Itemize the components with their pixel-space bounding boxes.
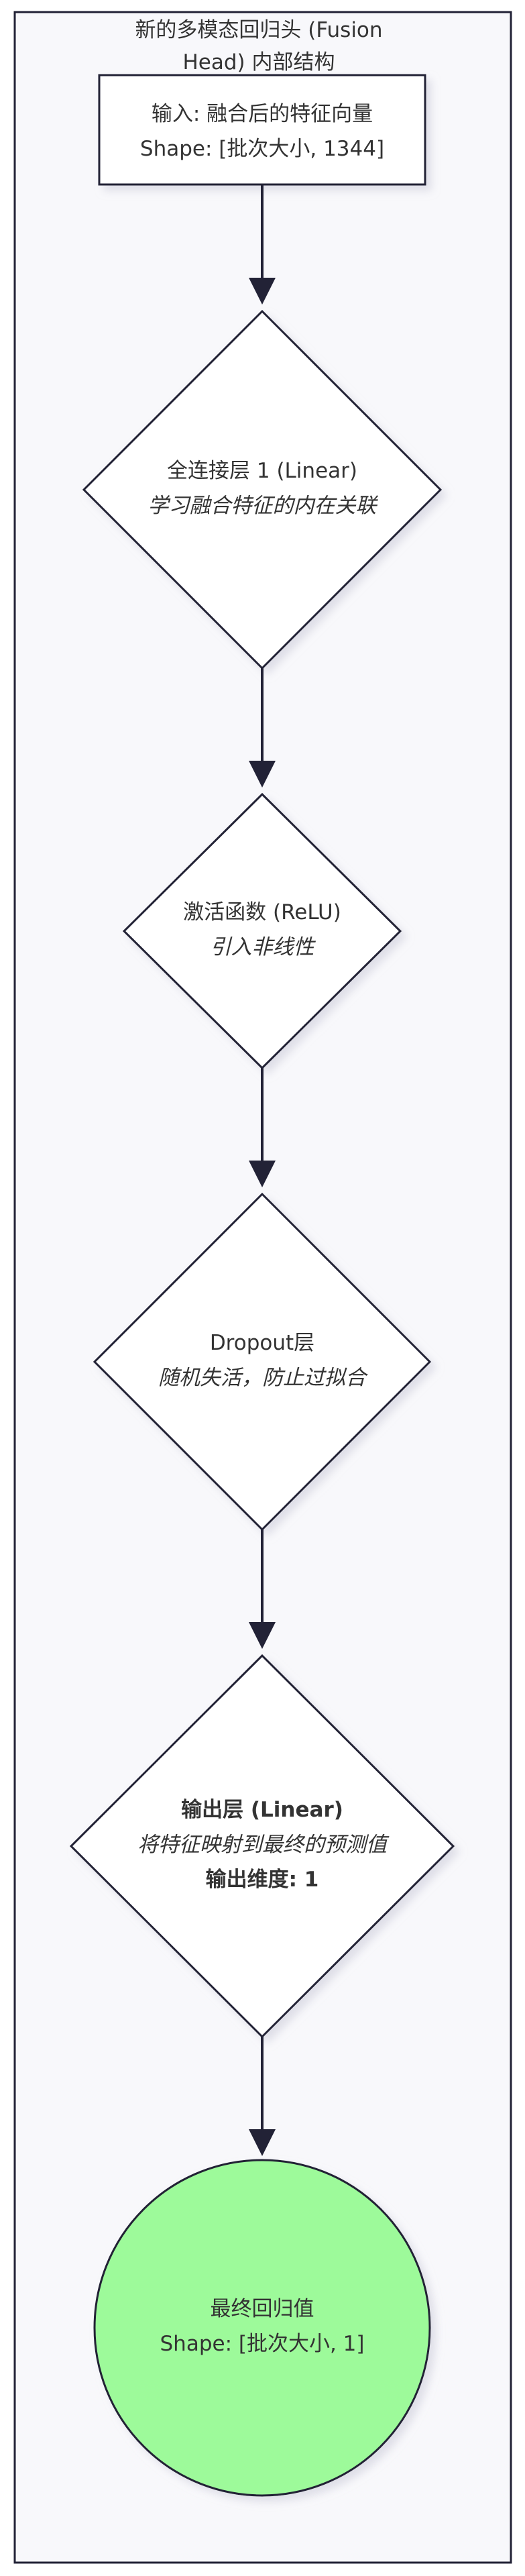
relu-node-desc: 引入非线性 xyxy=(211,935,316,959)
output-layer-node: 输出层 (Linear) 将特征映射到最终的预测值 输出维度: 1 xyxy=(69,1654,455,2039)
diagram-title-line1: 新的多模态回归头 (Fusion xyxy=(135,18,382,42)
relu-node-label: 激活函数 (ReLU) xyxy=(183,900,341,924)
output-layer-node-desc: 将特征映射到最终的预测值 xyxy=(137,1833,390,1857)
final-value-node-shape: Shape: [批次大小, 1] xyxy=(160,2332,365,2356)
input-node-label: 输入: 融合后的特征向量 xyxy=(152,102,373,126)
relu-node: 激活函数 (ReLU) 引入非线性 xyxy=(122,792,402,1070)
output-layer-node-label: 输出层 (Linear) xyxy=(181,1798,343,1822)
input-node: 输入: 融合后的特征向量 Shape: [批次大小, 1344] xyxy=(98,74,426,186)
dropout-node-desc: 随机失活，防止过拟合 xyxy=(158,1366,368,1390)
linear1-node-label: 全连接层 1 (Linear) xyxy=(167,459,357,483)
output-layer-node-dim: 输出维度: 1 xyxy=(206,1868,319,1892)
input-node-shape: Shape: [批次大小, 1344] xyxy=(140,137,384,161)
dropout-node-label: Dropout层 xyxy=(210,1331,314,1355)
final-value-node-label: 最终回归值 xyxy=(211,2297,314,2321)
linear1-node: 全连接层 1 (Linear) 学习融合特征的内在关联 xyxy=(82,309,443,670)
final-value-node: 最终回归值 Shape: [批次大小, 1] xyxy=(93,2159,431,2497)
diagram-title-line2: Head) 内部结构 xyxy=(182,50,335,74)
linear1-node-desc: 学习融合特征的内在关联 xyxy=(148,494,379,518)
dropout-node: Dropout层 随机失活，防止过拟合 xyxy=(93,1192,432,1532)
